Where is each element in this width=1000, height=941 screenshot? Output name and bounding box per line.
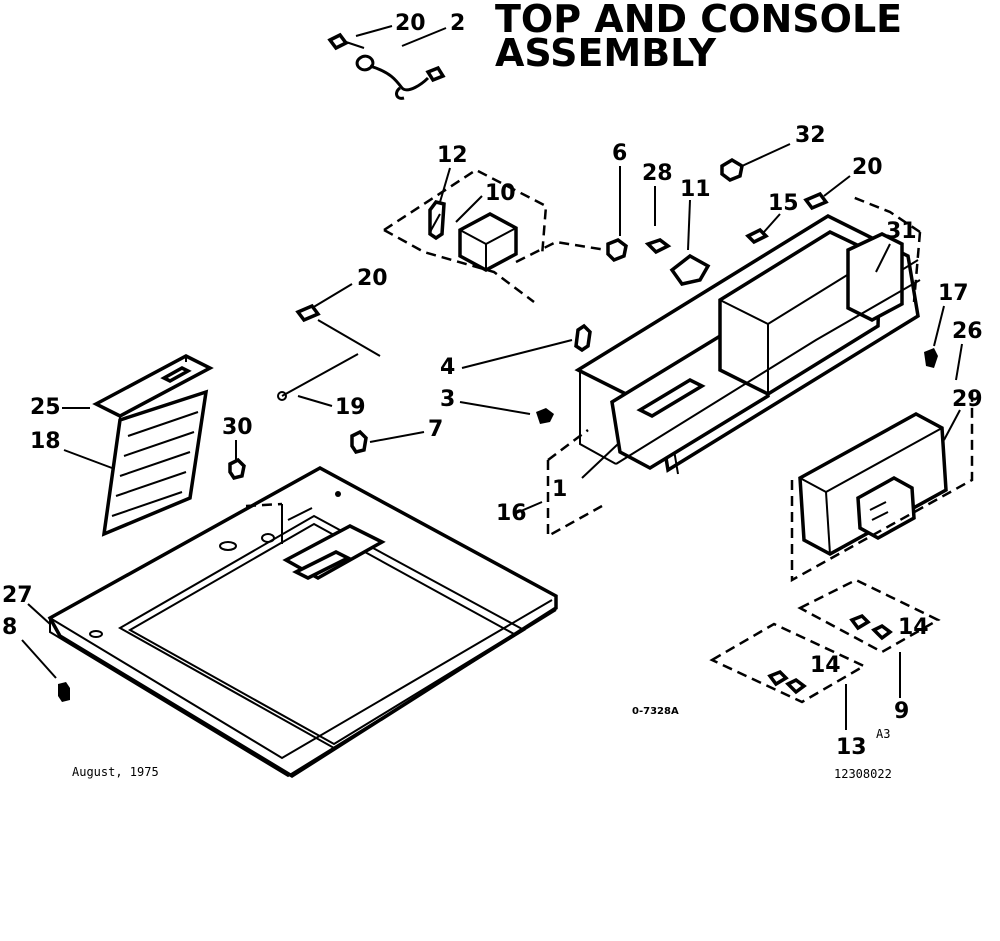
callout-20-top: 20 [395,11,426,36]
leader-20-top [355,25,393,37]
callout-4: 4 [440,355,455,380]
callout-3: 3 [440,387,455,412]
part-10-switch [458,212,518,272]
part-28 [644,238,672,255]
wire-harness [327,32,446,100]
callout-31: 31 [886,219,917,244]
callout-1: 17 [938,281,969,306]
callout-7: 16 [496,501,527,526]
date-text: August, 1975 [72,765,159,779]
callout-14-lower: 14 [810,653,841,678]
leader-2 [401,27,447,47]
callout-32: 32 [795,123,826,148]
callout-20-right: 20 [852,155,883,180]
timer-module [798,412,948,556]
callout-10: 10 [485,181,516,206]
callout-13: 13 [836,735,867,760]
part-code: 12308022 [834,767,892,781]
washer-top-panel [47,466,558,779]
part-32 [720,157,744,182]
callout-29: 19 [335,395,366,420]
part-20-right [803,191,829,211]
callout-12: 12 [437,143,468,168]
part-19 [228,457,246,480]
callout-2: 2 [450,11,465,36]
bracket-dash-upper [797,578,941,654]
console-panel [574,213,921,475]
part-15 [745,227,769,245]
title-line-2: ASSEMBLY [495,31,716,75]
callout-15: 15 [768,191,799,216]
title-line-1: TOP AND CONSOLE [495,0,902,41]
callout-20-mid: 20 [357,266,388,291]
drawing-code: 0-7328A [632,706,679,717]
console-dash-left [546,460,603,539]
callout-14-upper: 14 [898,615,929,640]
part-26-lid-cover [92,354,214,420]
part-12-clip [428,200,446,241]
part-1 [924,348,938,368]
part-6 [606,238,628,263]
callout-19: 30 [222,415,253,440]
part-4 [574,323,592,353]
callout-8: 8 [2,615,17,640]
callout-16: 26 [952,319,983,344]
callout-6: 6 [612,141,627,166]
part-18 [350,429,368,454]
part-25-grille [101,389,209,537]
bracket-dash-lower [709,622,867,704]
callout-26: 25 [30,395,61,420]
callout-27: 27 [2,583,33,608]
callout-18: 7 [428,417,443,442]
callout-28: 28 [642,161,673,186]
part-3 [536,408,554,424]
callout-11: 11 [680,177,711,202]
bracket-dash-outline [383,168,548,257]
part-11 [669,253,711,286]
part-20-mid [295,303,321,323]
callout-30: 1 [552,477,567,502]
part-29-rod [281,353,359,397]
timer-dash-outline [790,390,974,583]
suffix-code: A3 [876,727,890,741]
callout-9: 9 [894,699,909,724]
part-8 [58,682,70,702]
callout-17: 29 [952,387,983,412]
callout-25: 18 [30,429,61,454]
